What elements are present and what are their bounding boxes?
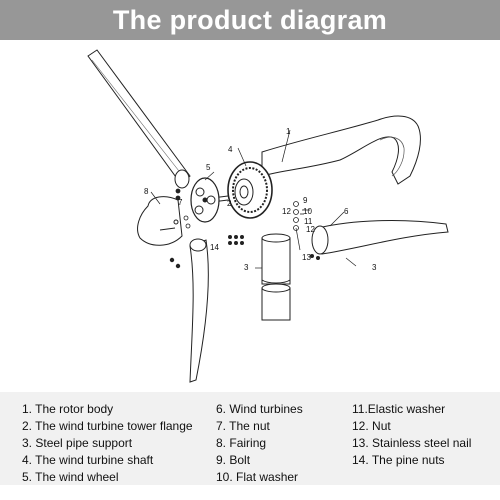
page-title: The product diagram xyxy=(112,4,388,35)
legend-item-6: 6. Wind turbines xyxy=(216,402,303,416)
callout-10: 10 xyxy=(303,207,312,216)
callout-6: 6 xyxy=(344,207,349,216)
callout-9: 9 xyxy=(303,196,308,205)
callout-12b: 12 xyxy=(306,225,315,234)
legend-item-11: 11.Elastic washer xyxy=(352,402,446,416)
legend-item-4: 4. The wind turbine shaft xyxy=(22,453,154,467)
callout-3-second: 3 xyxy=(372,263,377,272)
parts-legend: 1. The rotor body 2. The wind turbine to… xyxy=(0,392,500,485)
legend-item-3: 3. Steel pipe support xyxy=(22,436,133,450)
steel-pipe-upper xyxy=(261,237,291,285)
legend-item-9: 9. Bolt xyxy=(216,453,251,467)
legend-item-13: 13. Stainless steel nail xyxy=(352,436,472,450)
legend-item-12: 12. Nut xyxy=(352,419,391,433)
steel-pipe-lower xyxy=(261,287,291,321)
blade-top-root xyxy=(174,169,190,189)
legend-item-14: 14. The pine nuts xyxy=(352,453,445,467)
blade-top xyxy=(87,49,191,185)
callout-13: 13 xyxy=(302,253,311,262)
legend-item-8: 8. Fairing xyxy=(216,436,267,450)
rotor-body xyxy=(261,115,421,185)
legend-item-5: 5. The wind wheel xyxy=(22,470,119,484)
callout-12: 12 xyxy=(282,207,291,216)
callout-5: 5 xyxy=(206,163,211,172)
hardware-bolts xyxy=(169,188,320,269)
exploded-diagram: 1 4 5 8 7 2 9 10 11 12 12 14 13 6 3 3 xyxy=(87,49,449,383)
callout-3: 3 xyxy=(244,263,249,272)
title-bar: The product diagram xyxy=(0,0,500,40)
callout-8: 8 xyxy=(144,187,149,196)
callout-11: 11 xyxy=(304,217,313,226)
legend-item-7: 7. The nut xyxy=(216,419,270,433)
legend-item-1: 1. The rotor body xyxy=(22,402,114,416)
legend-item-10: 10. Flat washer xyxy=(216,470,299,484)
callout-7: 7 xyxy=(178,198,183,207)
fairing xyxy=(137,196,183,246)
blade-bottom xyxy=(189,239,209,383)
callout-2: 2 xyxy=(227,199,232,208)
callout-4: 4 xyxy=(228,145,233,154)
callout-1: 1 xyxy=(286,127,291,136)
callout-14: 14 xyxy=(210,243,219,252)
legend-item-2: 2. The wind turbine tower flange xyxy=(22,419,193,433)
blade-right xyxy=(317,220,449,255)
